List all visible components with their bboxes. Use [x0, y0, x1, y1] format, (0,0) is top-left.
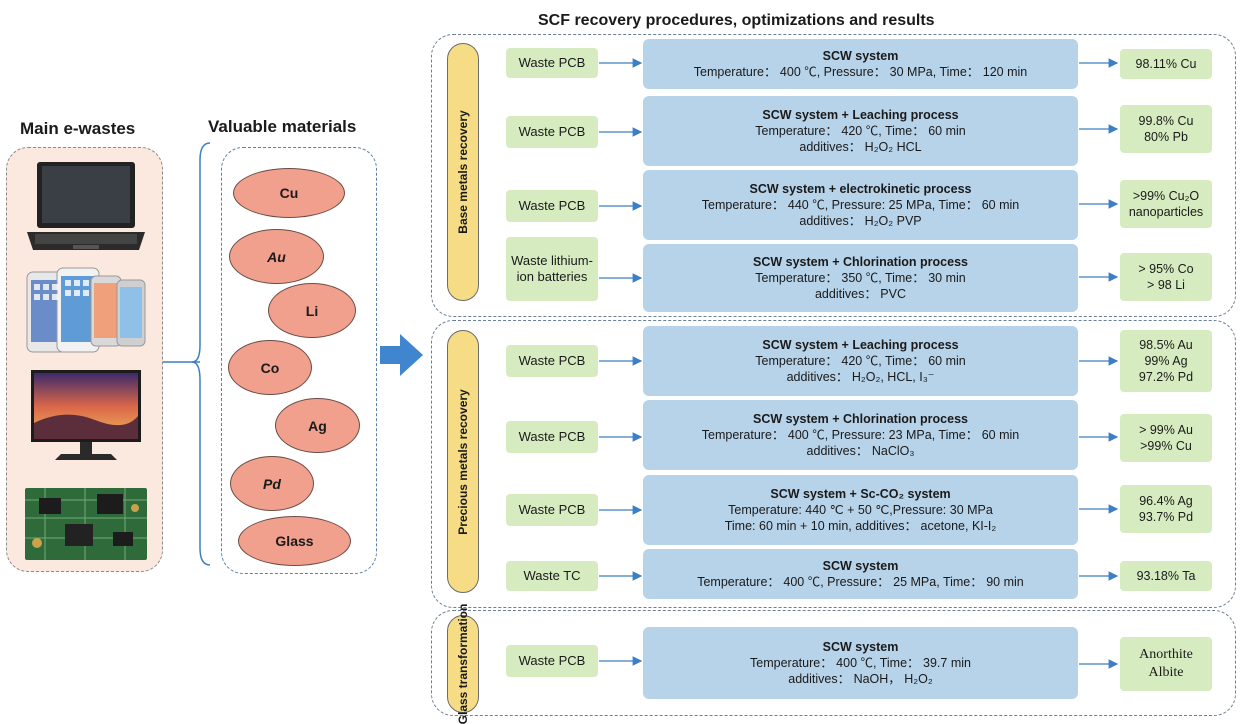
precious-metals-label: Precious metals recovery [447, 330, 479, 593]
result-line: >99% Cu₂O [1132, 188, 1200, 203]
source-box: Waste PCB [506, 345, 598, 377]
monitor-image [25, 368, 147, 468]
result-line: 93.7% Pd [1138, 510, 1194, 524]
source-box: Waste PCB [506, 421, 598, 453]
process-box: SCW system Temperature： 400 ℃, Pressure：… [643, 39, 1078, 89]
process-detail: Temperature： 400 ℃, Time： 39.7 min [750, 655, 971, 670]
flow-arrow-icon [380, 334, 423, 376]
laptop-image [25, 160, 147, 255]
result-line: 97.2% Pd [1138, 370, 1194, 385]
process-detail: additives： PVC [814, 287, 906, 302]
result-box: Anorthite Albite [1120, 637, 1212, 691]
process-box: SCW system + Chlorination process Temper… [643, 244, 1078, 312]
source-box: Waste PCB [506, 494, 598, 526]
process-detail: additives： H₂O₂ HCL [799, 140, 922, 155]
ewaste-panel [6, 147, 163, 572]
process-box: SCW system Temperature： 400 ℃, Pressure：… [643, 549, 1078, 599]
result-box: >99% Cu₂O nanoparticles [1120, 180, 1212, 228]
result-line: > 95% Co [1138, 261, 1194, 276]
result-line: nanoparticles [1128, 205, 1204, 219]
base-metals-section [431, 34, 1236, 317]
source-box: Waste PCB [506, 116, 598, 148]
process-box: SCW system + Leaching process Temperatur… [643, 326, 1078, 396]
process-title: SCW system [822, 558, 899, 573]
process-box: SCW system + Chlorination process Temper… [643, 400, 1078, 470]
main-ewastes-heading: Main e-wastes [20, 119, 136, 138]
process-box: SCW system + electrokinetic process Temp… [643, 170, 1078, 240]
material-oval-glass: Glass [238, 516, 351, 566]
main-title: SCF recovery procedures, optimizations a… [538, 12, 935, 29]
result-line: > 98 Li [1147, 278, 1185, 292]
source-box: Waste PCB [506, 190, 598, 222]
process-box: SCW system + Leaching process Temperatur… [643, 96, 1078, 166]
process-box: SCW system Temperature： 400 ℃, Time： 39.… [643, 627, 1078, 699]
process-title: SCW system + Leaching process [762, 107, 959, 122]
process-detail: Time: 60 min + 10 min, additives： aceton… [724, 519, 997, 534]
process-title: SCW system + electrokinetic process [749, 181, 972, 196]
material-oval-li: Li [268, 283, 356, 338]
result-line: 98.5% Au [1139, 337, 1193, 352]
result-line: > 99% Au [1139, 422, 1193, 437]
glass-label: Glass transformation [447, 604, 479, 724]
result-box: 93.18% Ta [1120, 561, 1212, 591]
process-box: SCW system + Sc-CO₂ system Temperature: … [643, 475, 1078, 545]
glass-section [431, 610, 1236, 716]
process-detail: Temperature： 400 ℃, Pressure： 25 MPa, Ti… [697, 575, 1024, 589]
result-line: 98.11% Cu [1135, 56, 1197, 71]
process-title: SCW system [822, 639, 899, 654]
source-box: Waste PCB [506, 48, 598, 78]
material-oval-ag: Ag [275, 398, 360, 453]
result-line: 99.8% Cu [1138, 113, 1194, 128]
process-title: SCW system + Chlorination process [753, 411, 968, 426]
result-box: > 95% Co > 98 Li [1120, 253, 1212, 301]
result-line: 80% Pb [1144, 130, 1188, 144]
result-box: 96.4% Ag 93.7% Pd [1120, 485, 1212, 533]
result-box: 99.8% Cu 80% Pb [1120, 105, 1212, 153]
result-line: Anorthite [1139, 646, 1193, 662]
process-detail: Temperature： 440 ℃, Pressure: 25 MPa, Ti… [701, 197, 1020, 212]
process-detail: additives： H₂O₂, HCL, I₃⁻ [786, 370, 935, 385]
source-box: Waste lithium-ion batteries [506, 237, 598, 301]
valuable-materials-heading: Valuable materials [208, 117, 357, 136]
materials-bracket [191, 142, 211, 566]
result-box: > 99% Au >99% Cu [1120, 414, 1212, 462]
result-box: 98.5% Au 99% Ag 97.2% Pd [1120, 330, 1212, 392]
materials-panel: Cu Au Li Co Ag Pd Glass [221, 147, 377, 574]
result-line: Albite [1148, 665, 1184, 680]
process-detail: Temperature： 400 ℃, Pressure： 30 MPa, Ti… [693, 65, 1028, 79]
result-line: 93.18% Ta [1136, 568, 1196, 583]
base-metals-label: Base metals recovery [447, 43, 479, 301]
material-oval-cu: Cu [233, 168, 345, 218]
process-detail: additives： H₂O₂ PVP [799, 214, 922, 229]
result-box: 98.11% Cu [1120, 49, 1212, 79]
process-detail: Temperature： 420 ℃, Time： 60 min [755, 353, 966, 368]
process-detail: Temperature： 350 ℃, Time： 30 min [755, 270, 966, 285]
material-oval-au: Au [229, 229, 324, 284]
result-line: 96.4% Ag [1139, 493, 1193, 508]
precious-metals-section [431, 320, 1236, 608]
result-line: 99% Ag [1144, 353, 1188, 368]
process-title: SCW system + Leaching process [762, 337, 959, 352]
result-line: >99% Cu [1140, 439, 1192, 453]
process-detail: Temperature： 400 ℃, Pressure: 23 MPa, Ti… [701, 427, 1020, 442]
smartphones-image [25, 266, 147, 356]
material-oval-co: Co [228, 340, 312, 395]
source-box: Waste TC [506, 561, 598, 591]
circuit-board-image [25, 488, 147, 560]
process-detail: additives： NaClO₃ [806, 444, 915, 459]
process-title: SCW system + Sc-CO₂ system [770, 486, 951, 501]
process-title: SCW system + Chlorination process [753, 254, 968, 269]
process-detail: Temperature: 440 ℃ + 50 ℃,Pressure: 30 M… [728, 502, 993, 517]
source-box: Waste PCB [506, 645, 598, 677]
process-detail: Temperature： 420 ℃, Time： 60 min [755, 123, 966, 138]
material-oval-pd: Pd [230, 456, 314, 511]
process-title: SCW system [822, 48, 899, 63]
process-detail: additives： NaOH， H₂O₂ [788, 672, 933, 687]
